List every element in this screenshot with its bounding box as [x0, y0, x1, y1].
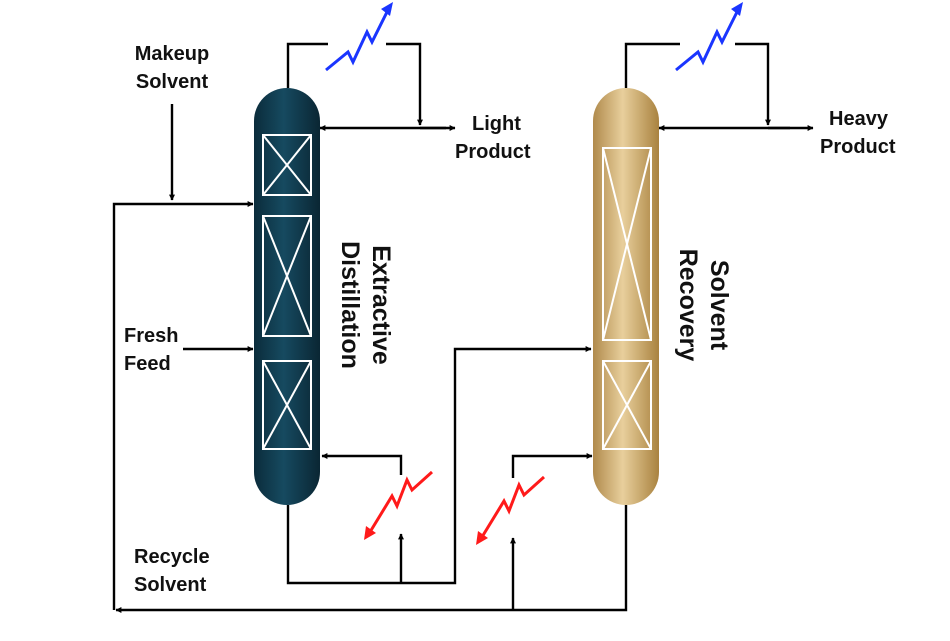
heavy-product-label-line1: Heavy: [829, 108, 889, 130]
fresh-feed-label-line1: Fresh: [124, 325, 178, 347]
recovery-condenser-icon: [675, 2, 743, 72]
makeup-solvent-label-line1: Makeup: [135, 43, 209, 65]
makeup-solvent-label-line2: Solvent: [136, 71, 209, 93]
recycle-solvent-label-line2: Solvent: [134, 574, 207, 596]
extractive-distillation-label-line1: Extractive: [367, 245, 395, 365]
recovery-packing-bottom: [602, 360, 652, 450]
extractive-packing-bottom: [262, 360, 312, 450]
recovery-packing-top: [602, 147, 652, 341]
light-product-label-line1: Light: [472, 113, 521, 135]
extractive-reboiler-vapor-return: [321, 453, 403, 475]
solvent-recovery-column: [593, 88, 659, 505]
extractive-distillation-column: [254, 88, 320, 505]
extractive-overhead-vapor-line: [286, 42, 328, 88]
extractive-packing-middle: [262, 215, 312, 337]
solvent-recovery-label-line2: Recovery: [674, 249, 702, 362]
recovery-condensate-line: [735, 42, 771, 126]
recycle-solvent-inlet-stream: [112, 201, 254, 610]
solvent-recovery-label-line1: Solvent: [705, 260, 733, 351]
extractive-column-shell: [254, 88, 320, 505]
extractive-packing-top: [262, 134, 312, 196]
extractive-distillation-label-line2: Distillation: [336, 241, 364, 369]
extractive-reboiler-icon: [364, 470, 434, 540]
extractive-bottoms-to-recovery-stream: [286, 346, 592, 585]
fresh-feed-label-line2: Feed: [124, 353, 171, 375]
extractive-condenser-icon: [325, 2, 393, 72]
recovery-column-shell: [593, 88, 659, 505]
extractive-distillation-label: Extractive Distillation: [336, 241, 395, 369]
light-product-label-line2: Product: [455, 141, 531, 163]
solvent-recovery-label: Solvent Recovery: [674, 249, 733, 362]
heavy-product-label-line2: Product: [820, 136, 896, 158]
recovery-reboiler-vapor-return: [511, 453, 593, 478]
recycle-solvent-return-stream: [115, 505, 628, 613]
recovery-overhead-vapor-line: [624, 42, 680, 88]
extractive-condensate-line: [386, 42, 423, 126]
recovery-reboiler-icon: [476, 475, 546, 545]
recycle-solvent-label-line1: Recycle: [134, 546, 210, 568]
flow-lines: [112, 42, 814, 613]
